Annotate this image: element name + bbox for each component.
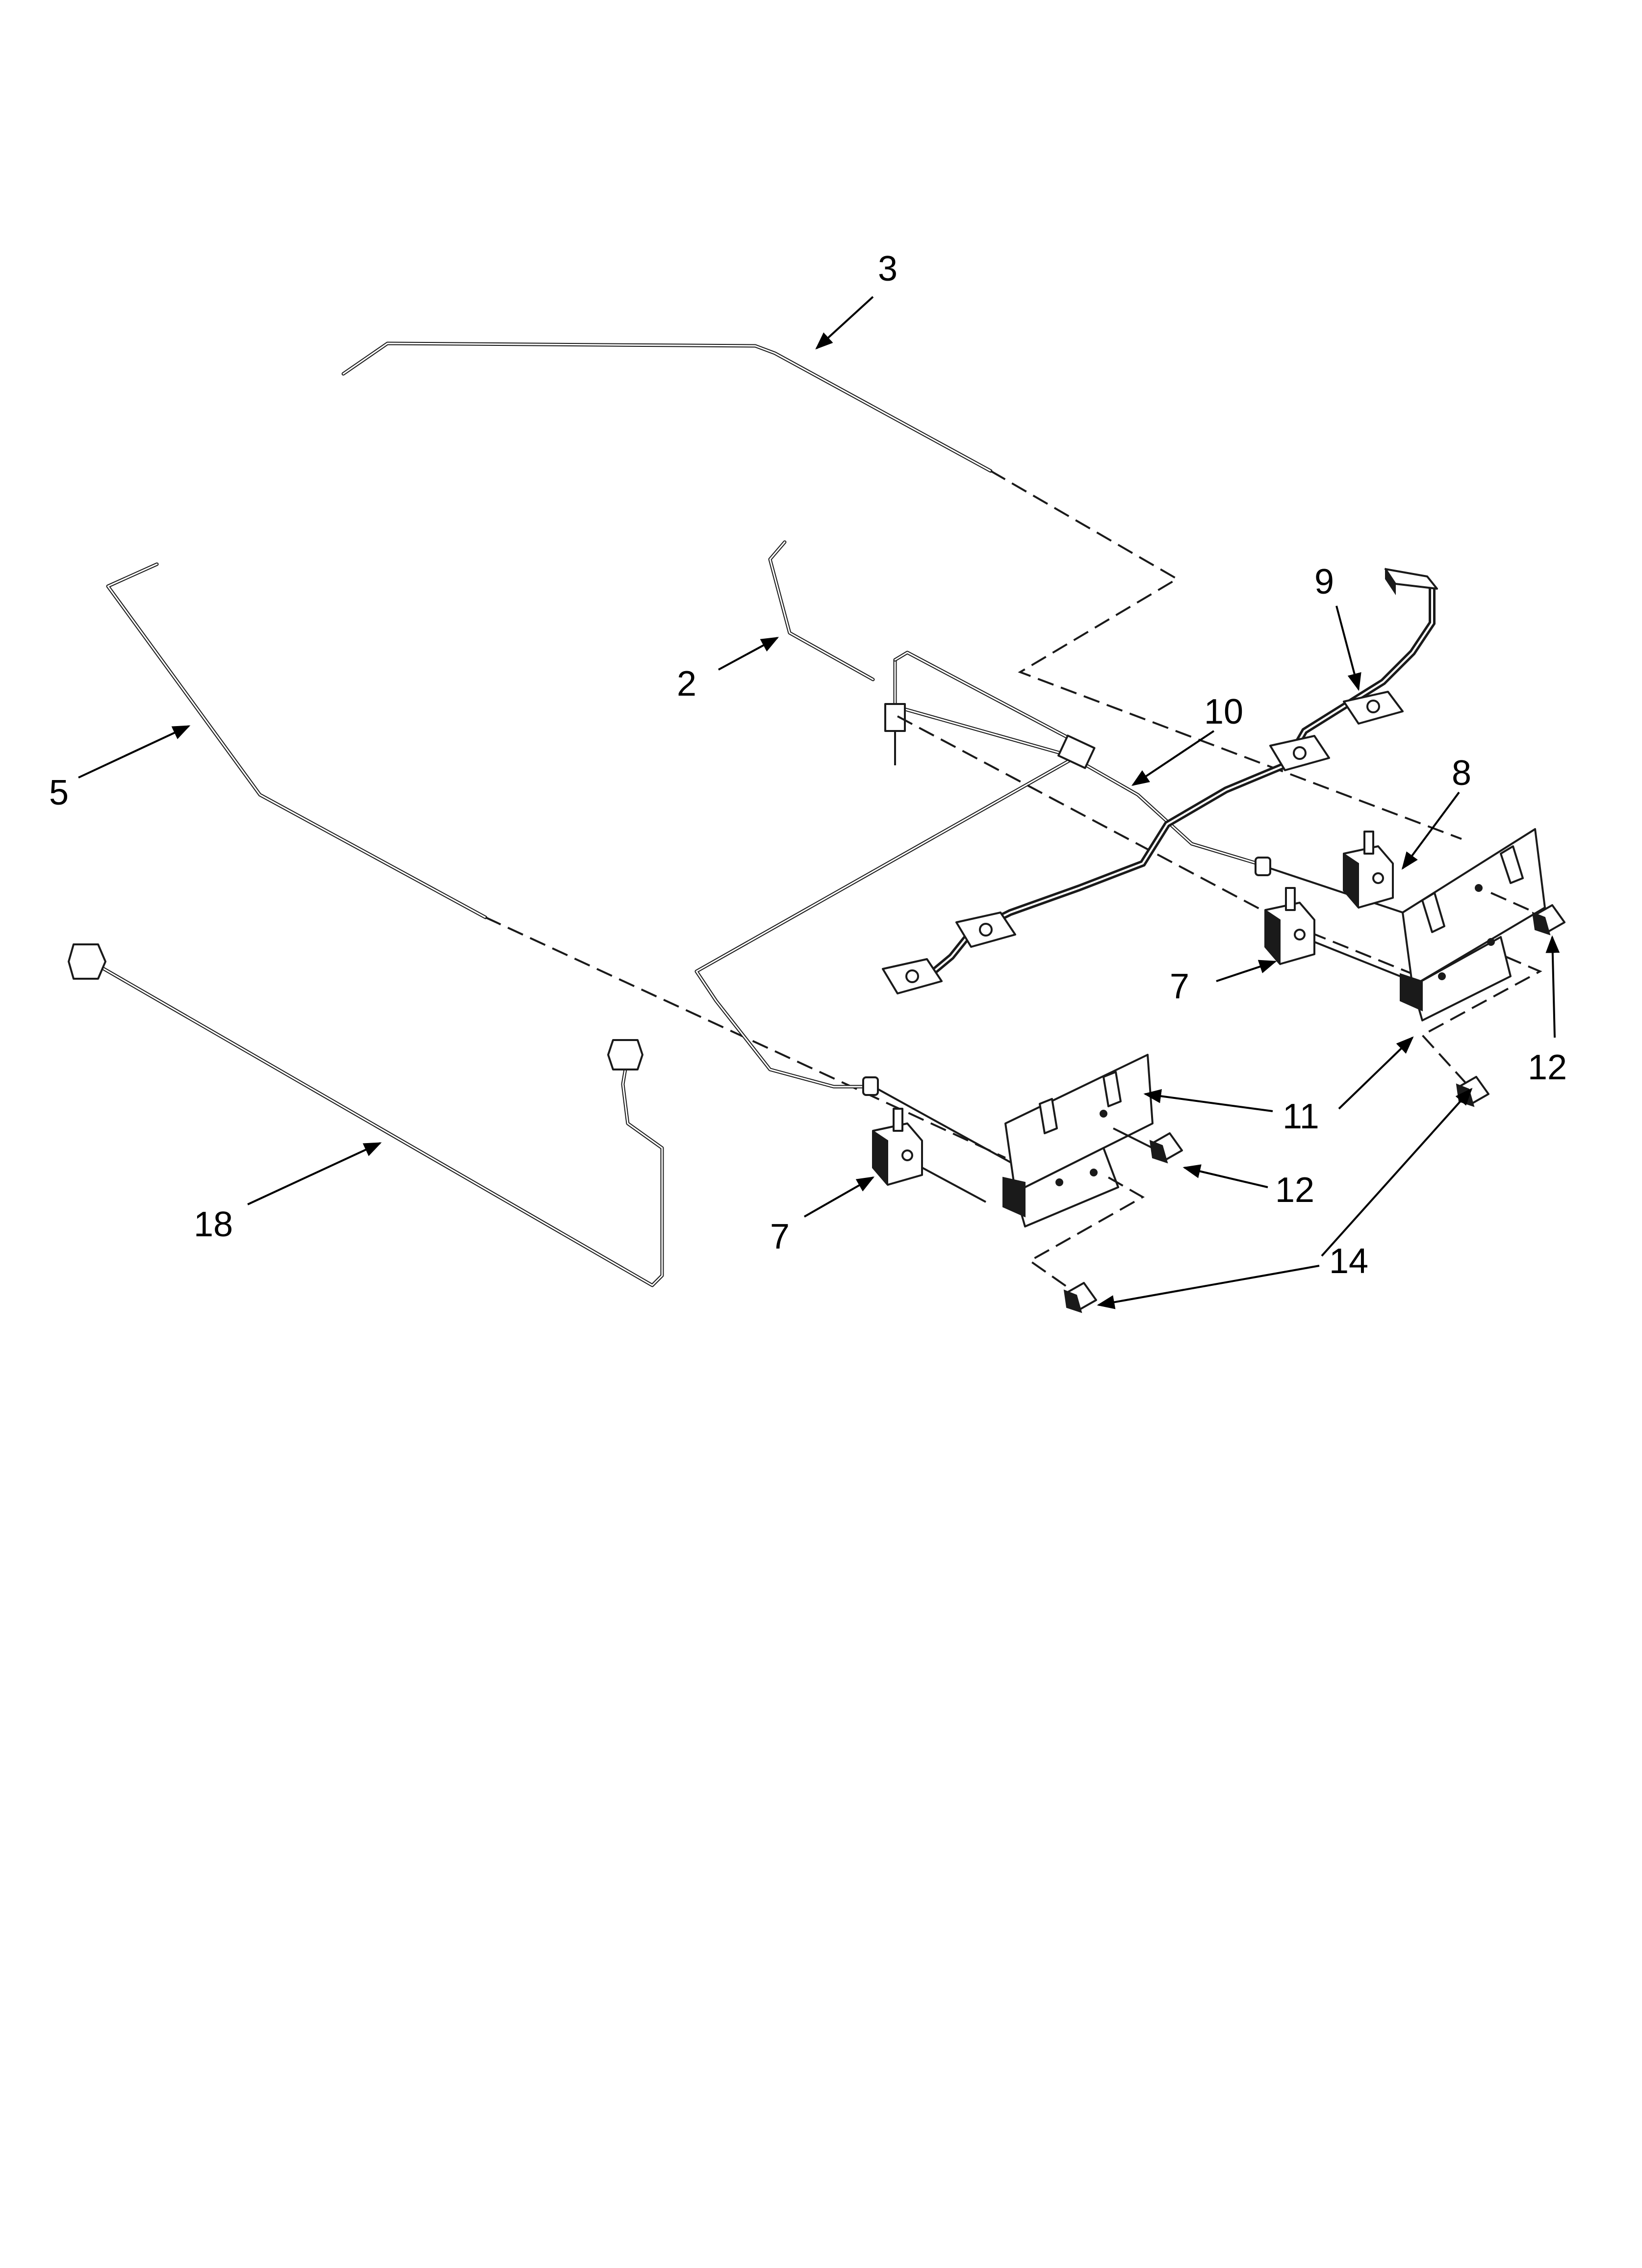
callout-7-left: 7 <box>770 1217 790 1256</box>
tube-part-3 <box>341 341 993 473</box>
bracket-part-11-right <box>1400 828 1546 1021</box>
wire-harness-part-9 <box>882 567 1438 994</box>
solid-line-part-10-right <box>1270 867 1403 913</box>
dashed-line-part-2 <box>897 715 1413 975</box>
callout-8: 8 <box>1452 754 1471 793</box>
callout-14: 14 <box>1329 1242 1368 1281</box>
dashed-line-part-14-right <box>1420 956 1542 1090</box>
dashed-line-bracket-right <box>1490 892 1536 913</box>
valve-part-7-left <box>872 1108 923 1186</box>
valve-part-7-right <box>1264 887 1315 965</box>
tube-part-18 <box>68 943 664 1287</box>
solid-line-part-7-left <box>922 1167 986 1203</box>
tube-part-5 <box>106 562 487 919</box>
screw-part-14-right <box>1456 1076 1489 1107</box>
callout-3: 3 <box>878 249 898 288</box>
manifold-tube-part-10 <box>694 651 1271 1096</box>
solid-line-part-7-right <box>1314 941 1413 982</box>
screw-part-14-left <box>1063 1282 1097 1313</box>
callout-18: 18 <box>194 1205 233 1244</box>
callout-11-right: 11 <box>1283 1097 1319 1136</box>
leader-lines <box>78 296 1560 1309</box>
valve-part-8 <box>1343 831 1394 909</box>
screw-part-12-right <box>1532 904 1565 936</box>
callout-12-right: 12 <box>1528 1048 1567 1087</box>
solid-line-part-10-left <box>877 1088 1021 1169</box>
bracket-part-11-left <box>1002 1054 1154 1227</box>
callout-2: 2 <box>677 664 696 704</box>
callout-5: 5 <box>49 773 69 812</box>
tube-part-2 <box>768 540 875 681</box>
dashed-line-part-3 <box>990 470 1462 840</box>
screw-part-12-left <box>1113 1127 1183 1164</box>
callout-7-right: 7 <box>1170 967 1189 1006</box>
callout-9: 9 <box>1314 562 1334 601</box>
callout-10: 10 <box>1204 692 1243 731</box>
dashed-line-part-14-left <box>1028 1176 1145 1296</box>
callout-12-left: 12 <box>1275 1171 1314 1210</box>
